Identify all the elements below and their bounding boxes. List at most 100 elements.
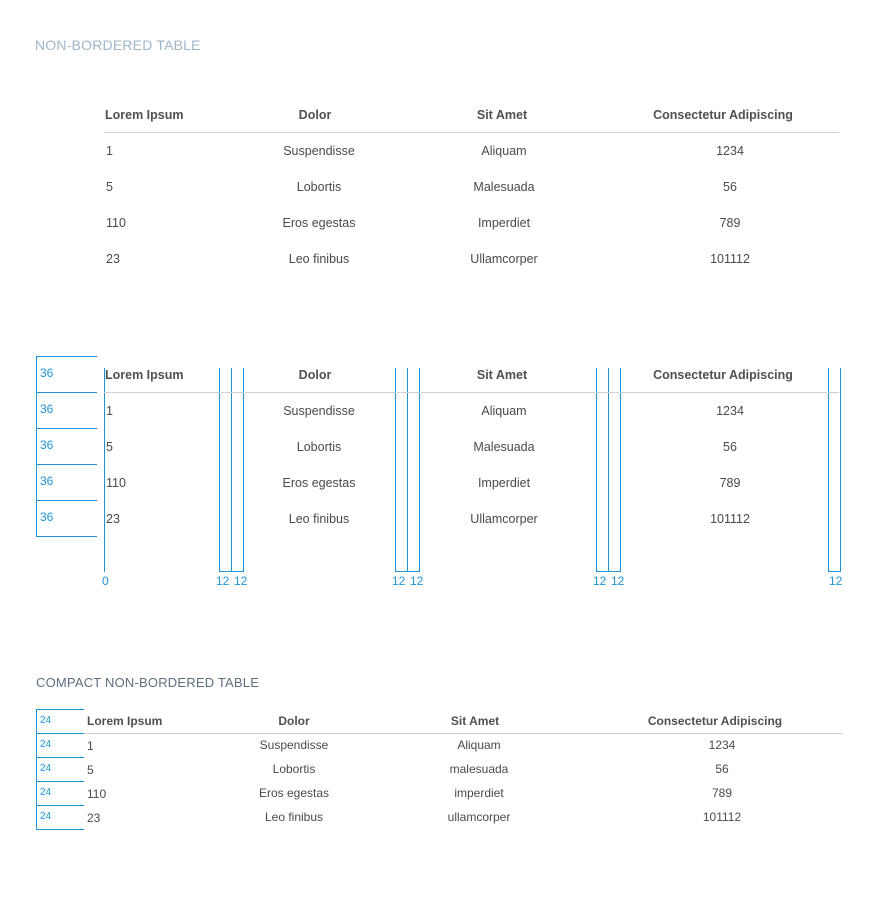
table-cell: Eros egestas bbox=[258, 786, 330, 800]
row-height-label: 24 bbox=[40, 787, 52, 798]
column-header: Lorem Ipsum bbox=[105, 108, 184, 122]
header-divider bbox=[104, 132, 839, 133]
table-cell: 1 bbox=[87, 739, 94, 753]
table-cell: 56 bbox=[723, 440, 737, 454]
row-height-label: 24 bbox=[40, 715, 52, 726]
spec-guide-line bbox=[596, 368, 597, 572]
table-cell: 56 bbox=[723, 180, 737, 194]
table-cell: 789 bbox=[711, 786, 733, 800]
spec-guide-line bbox=[36, 356, 37, 536]
column-header: Sit Amet bbox=[476, 108, 528, 122]
spacing-label: 12 bbox=[829, 574, 843, 588]
spacing-label: 12 bbox=[392, 574, 406, 588]
table-cell: Suspendisse bbox=[259, 738, 329, 752]
spec-guide-line bbox=[620, 368, 621, 572]
table-cell: 1234 bbox=[716, 144, 744, 158]
table-cell: Imperdiet bbox=[477, 476, 531, 490]
section-title-non-bordered: NON-BORDERED TABLE bbox=[35, 37, 201, 53]
table-cell: Lobortis bbox=[272, 762, 316, 776]
table-cell: Lobortis bbox=[296, 180, 342, 194]
table-cell: Malesuada bbox=[473, 440, 535, 454]
spec-guide-line bbox=[243, 368, 244, 572]
spec-guide-line bbox=[104, 368, 105, 572]
column-header: Sit Amet bbox=[476, 368, 528, 382]
section-title-compact: COMPACT NON-BORDERED TABLE bbox=[36, 675, 260, 690]
table-cell: imperdiet bbox=[454, 786, 504, 800]
table-cell: malesuada bbox=[449, 762, 509, 776]
spacing-label: 12 bbox=[410, 574, 424, 588]
spacing-label: 0 bbox=[102, 574, 109, 588]
table-cell: 1 bbox=[106, 404, 113, 418]
spec-guide-line bbox=[596, 571, 621, 572]
spec-guide-line bbox=[36, 428, 97, 429]
table-cell: 56 bbox=[715, 762, 729, 776]
spec-guide-line bbox=[419, 368, 420, 572]
table-cell: 23 bbox=[87, 811, 101, 825]
column-header: Dolor bbox=[298, 368, 332, 382]
spec-guide-line bbox=[36, 500, 97, 501]
spec-guide-line bbox=[231, 368, 232, 572]
table-cell: 1 bbox=[106, 144, 113, 158]
table-cell: 110 bbox=[106, 476, 126, 490]
spec-guide-line bbox=[395, 571, 420, 572]
column-header: Consectetur Adipiscing bbox=[653, 108, 793, 122]
table-cell: Suspendisse bbox=[283, 144, 355, 158]
table-cell: 110 bbox=[106, 216, 126, 230]
table-cell: 1234 bbox=[716, 404, 744, 418]
header-divider bbox=[104, 392, 839, 393]
column-header: Consectetur Adipiscing bbox=[653, 368, 793, 382]
table-cell: Eros egestas bbox=[282, 476, 356, 490]
spec-guide-line bbox=[36, 392, 97, 393]
table-cell: Aliquam bbox=[481, 144, 527, 158]
spec-guide-line bbox=[36, 805, 84, 806]
table-cell: 101112 bbox=[702, 810, 742, 824]
header-divider bbox=[84, 733, 842, 734]
table-cell: 5 bbox=[106, 180, 113, 194]
column-header: Sit Amet bbox=[450, 714, 500, 728]
table-cell: Imperdiet bbox=[477, 216, 531, 230]
spec-guide-line bbox=[828, 571, 841, 572]
spec-guide-line bbox=[36, 781, 84, 782]
table-cell: 23 bbox=[106, 252, 120, 266]
spec-guide-line bbox=[828, 368, 829, 572]
row-height-label: 24 bbox=[40, 811, 52, 822]
table-cell: Ullamcorper bbox=[470, 252, 538, 266]
table-cell: 110 bbox=[87, 787, 107, 801]
table-cell: Ullamcorper bbox=[470, 512, 538, 526]
table-cell: Aliquam bbox=[481, 404, 527, 418]
spec-guide-line bbox=[36, 733, 84, 734]
spacing-label: 12 bbox=[216, 574, 230, 588]
column-header: Consectetur Adipiscing bbox=[647, 714, 783, 728]
row-height-label: 36 bbox=[40, 510, 54, 524]
table-cell: 101112 bbox=[710, 252, 750, 266]
table-cell: Suspendisse bbox=[283, 404, 355, 418]
table-cell: Leo finibus bbox=[288, 512, 350, 526]
spec-guide-line bbox=[36, 829, 84, 830]
spec-guide-line bbox=[36, 757, 84, 758]
table-cell: 5 bbox=[87, 763, 94, 777]
row-height-label: 36 bbox=[40, 438, 54, 452]
row-height-label: 36 bbox=[40, 402, 54, 416]
column-header: Dolor bbox=[278, 714, 310, 728]
table-cell: ullamcorper bbox=[447, 810, 511, 824]
table-cell: 1234 bbox=[708, 738, 736, 752]
column-header: Lorem Ipsum bbox=[87, 714, 163, 728]
spec-guide-line bbox=[36, 536, 97, 537]
row-height-label: 36 bbox=[40, 366, 54, 380]
table-cell: 789 bbox=[719, 476, 741, 490]
spec-guide-line bbox=[36, 464, 97, 465]
spec-guide-line bbox=[36, 709, 84, 710]
table-cell: Eros egestas bbox=[282, 216, 356, 230]
column-header: Dolor bbox=[298, 108, 332, 122]
table-cell: Leo finibus bbox=[264, 810, 324, 824]
table-cell: 23 bbox=[106, 512, 120, 526]
row-height-label: 36 bbox=[40, 474, 54, 488]
spec-guide-line bbox=[36, 356, 97, 357]
spacing-label: 12 bbox=[234, 574, 248, 588]
row-height-label: 24 bbox=[40, 763, 52, 774]
table-cell: 789 bbox=[719, 216, 741, 230]
spacing-label: 12 bbox=[593, 574, 607, 588]
table-cell: Leo finibus bbox=[288, 252, 350, 266]
column-header: Lorem Ipsum bbox=[105, 368, 184, 382]
spec-guide-line bbox=[36, 709, 37, 829]
